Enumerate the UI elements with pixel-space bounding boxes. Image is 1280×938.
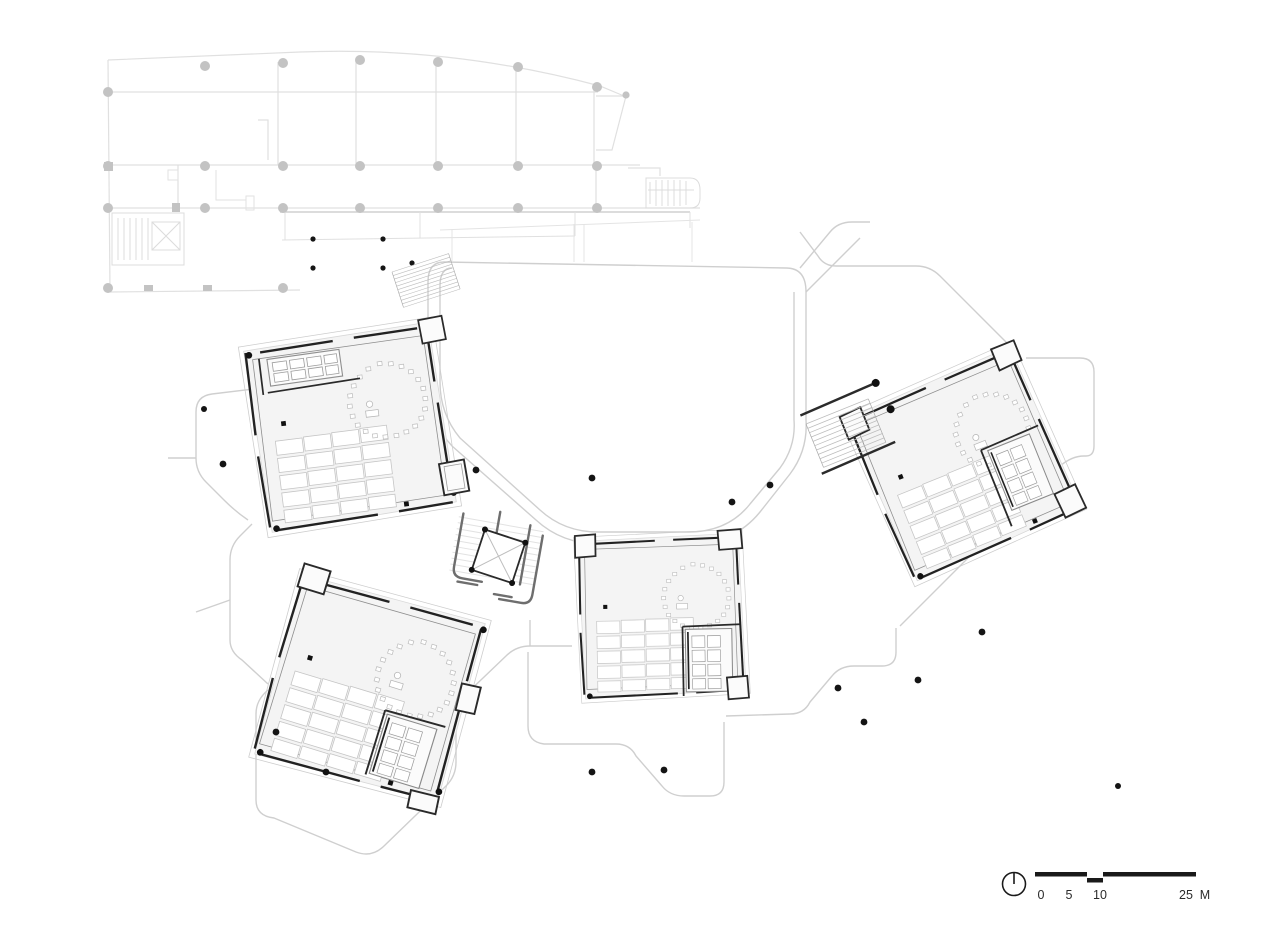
scale-tick-10: 10 — [1093, 888, 1107, 902]
north-point-icon — [1001, 871, 1027, 897]
pavilion-southwest — [241, 561, 499, 817]
exterior-stair-east — [799, 378, 896, 475]
scale-bar-segments — [1035, 872, 1196, 883]
pavilion-northwest — [236, 314, 471, 540]
small-pavilion — [449, 510, 544, 605]
courtyard-paving — [439, 219, 701, 262]
tree-dots — [201, 406, 1121, 789]
pavilion-center — [572, 527, 752, 705]
pavilion-east — [836, 337, 1091, 591]
scale-bar: 0 5 10 25 M — [1001, 871, 1210, 902]
existing-building — [103, 50, 701, 330]
scale-tick-0: 0 — [1038, 888, 1045, 902]
scale-tick-5: 5 — [1066, 888, 1073, 902]
scale-tick-25: 25 — [1179, 888, 1193, 902]
scale-unit-label: M — [1200, 888, 1210, 902]
